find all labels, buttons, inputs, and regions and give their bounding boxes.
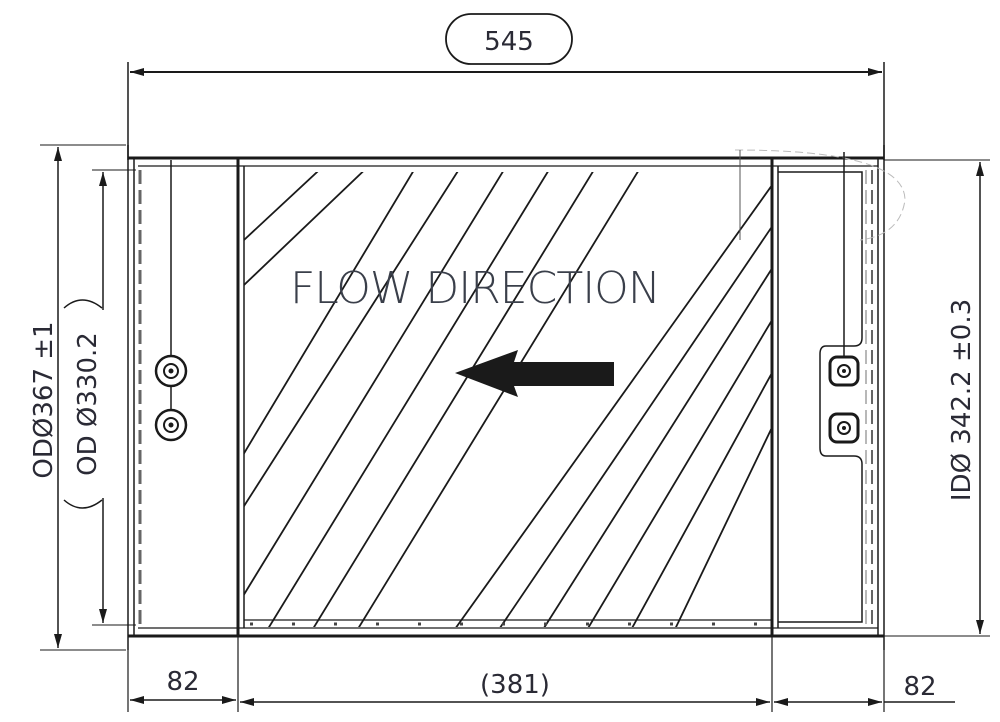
arrow-left-icon bbox=[455, 350, 614, 397]
id-342-label: IDØ 342.2 ±0.3 bbox=[947, 299, 977, 501]
overall-length-value: 545 bbox=[484, 27, 534, 57]
dimension-od-367: ODØ367 ±1 bbox=[29, 144, 126, 651]
dimension-id-342: IDØ 342.2 ±0.3 bbox=[884, 159, 990, 637]
reference-dimension-box bbox=[445, 13, 573, 65]
construction-arc bbox=[734, 149, 906, 241]
middle-length-value: (381) bbox=[480, 670, 550, 700]
dimension-overall-length: 545 bbox=[127, 13, 885, 160]
dimension-bottom-lengths: 82 (381) 82 bbox=[127, 636, 955, 712]
right-end-length-value: 82 bbox=[903, 672, 936, 702]
right-sensor-bosses bbox=[828, 152, 860, 444]
housing-body bbox=[127, 145, 885, 650]
dimension-od-330: OD Ø330.2 bbox=[63, 169, 136, 626]
left-end-length-value: 82 bbox=[166, 667, 199, 697]
left-sensor-bosses bbox=[154, 160, 188, 442]
od-367-label: ODØ367 ±1 bbox=[29, 321, 59, 478]
flow-direction-annotation: FLOW DIRECTION bbox=[290, 263, 661, 397]
flow-direction-label: FLOW DIRECTION bbox=[290, 263, 660, 314]
hatched-substrate bbox=[244, 172, 772, 627]
od-330-label: OD Ø330.2 bbox=[73, 332, 103, 476]
bottom-band-hatch bbox=[244, 619, 772, 626]
